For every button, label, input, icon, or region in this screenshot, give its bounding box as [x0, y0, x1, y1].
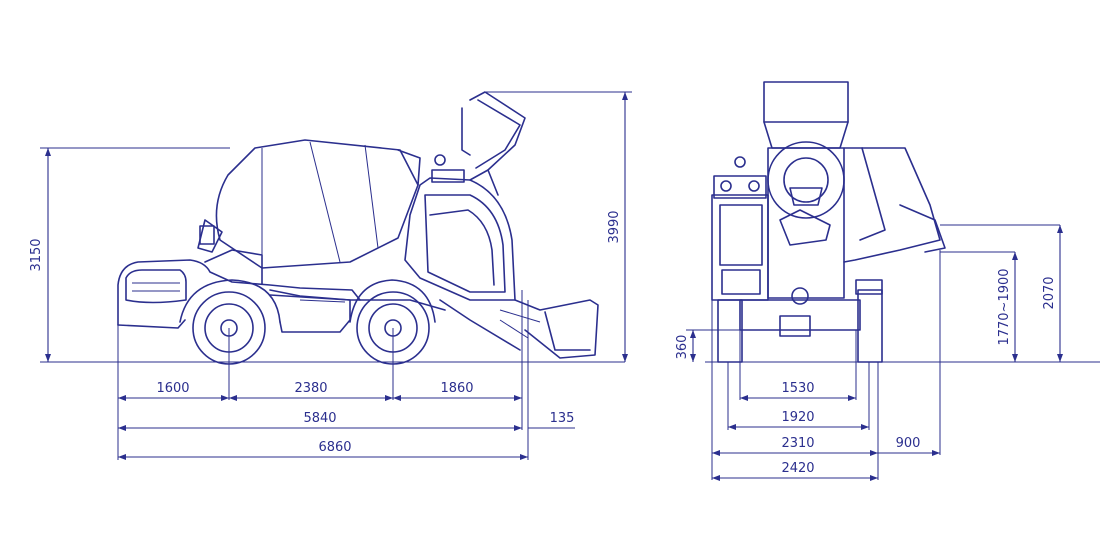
loading-hopper [469, 91, 526, 181]
rear-axle [739, 299, 861, 331]
dim-360-label: 360 [675, 335, 690, 360]
dim-1770-label: 1770~1900 [997, 268, 1012, 345]
front-grille [125, 269, 187, 304]
rear-wheel-right [857, 289, 883, 363]
dim-2310-label: 2310 [781, 436, 814, 451]
dim-1530-label: 1530 [781, 381, 814, 396]
rear-wheel-arch [349, 279, 436, 323]
front-hood [117, 259, 361, 326]
rear-view: 1530 1920 2310 900 2420 360 1770~1900 20… [675, 81, 1100, 481]
dim-3150-label: 3150 [29, 238, 44, 271]
dim-1860-label: 1860 [440, 381, 473, 396]
rear-hopper [763, 81, 849, 123]
dim-3990-label: 3990 [607, 210, 622, 243]
dim-2070-label: 2070 [1042, 276, 1057, 309]
front-bucket [514, 299, 599, 359]
rear-wheel-left [717, 299, 743, 363]
mixer-drum [215, 139, 419, 269]
dim-5840-label: 5840 [303, 411, 336, 426]
dim-135-label: 135 [550, 411, 575, 426]
rear-body [767, 147, 845, 299]
rear-drum [767, 141, 845, 219]
dim-6860-label: 6860 [318, 440, 351, 455]
rear-drum-extension [843, 147, 941, 263]
cab [404, 177, 516, 301]
dim-1920-label: 1920 [781, 410, 814, 425]
dim-900-label: 900 [896, 436, 921, 451]
dim-2420-label: 2420 [781, 461, 814, 476]
front-wheel-arch [179, 279, 281, 323]
side-view: 3150 3990 1600 2380 1860 5840 135 6860 [29, 91, 632, 460]
dim-1600-label: 1600 [156, 381, 189, 396]
dim-2380-label: 2380 [294, 381, 327, 396]
